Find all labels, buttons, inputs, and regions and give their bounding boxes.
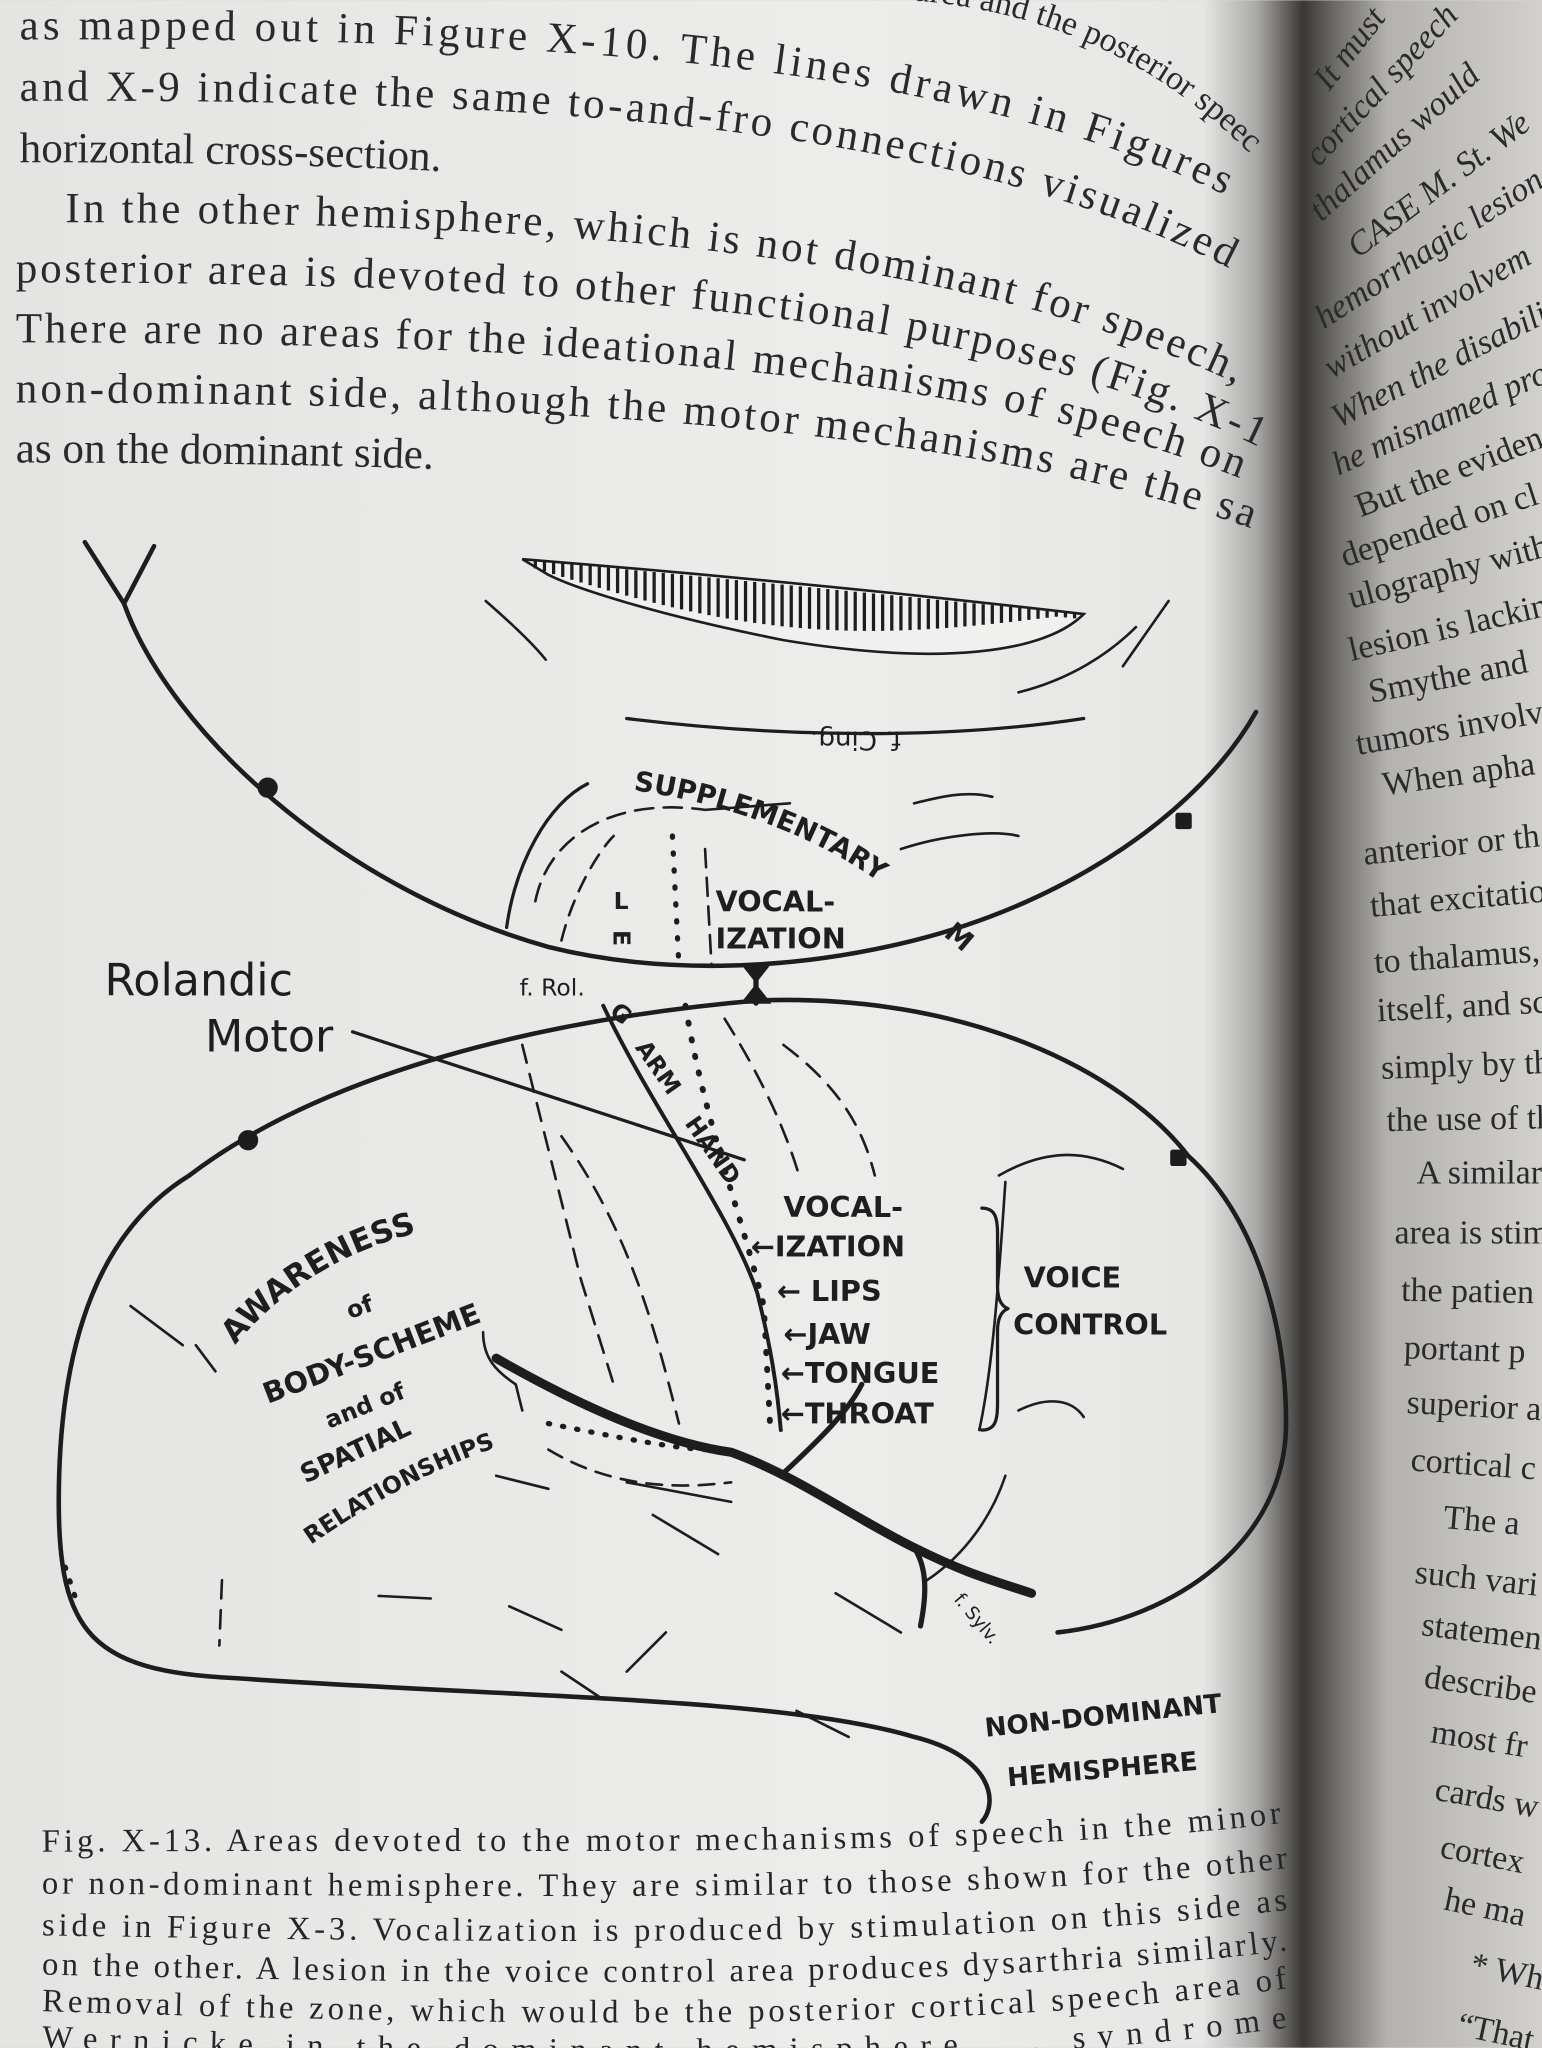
right-page-line: A similar <box>1417 1154 1542 1191</box>
voice-control-brace <box>980 1206 1010 1432</box>
right-page-line: the use of th <box>1386 1099 1542 1139</box>
label-jaw: ←JAW <box>783 1317 870 1351</box>
label-f-rol: f. Rol. <box>520 973 585 1001</box>
right-page-line: cortical c <box>1410 1442 1538 1488</box>
medial-outline <box>121 601 1259 969</box>
label-vocal: VOCAL- <box>783 1190 903 1224</box>
label-control: CONTROL <box>1013 1308 1167 1342</box>
lateral-bottom-outline <box>56 1173 992 1825</box>
label-leg-l: L <box>614 887 629 915</box>
sylvian-fissure <box>491 1353 1037 1598</box>
right-page-line: The a <box>1442 1499 1521 1543</box>
right-page-line: portant p <box>1403 1329 1526 1370</box>
label-leg-e: E <box>608 930 636 946</box>
label-tongue: ←TONGUE <box>781 1356 940 1390</box>
label-lips: ← LIPS <box>777 1274 882 1308</box>
label-voice: VOICE <box>1024 1261 1122 1295</box>
label-motor: Motor <box>205 1011 334 1062</box>
body-line: horizontal cross-section. <box>20 125 443 181</box>
right-page-line: superior a <box>1406 1384 1542 1428</box>
right-page-line: itself, and sc <box>1376 984 1542 1030</box>
right-page-line: the patien <box>1401 1272 1535 1311</box>
label-supp-vocal: VOCAL- <box>716 885 836 919</box>
label-f-cing: f. Cing. <box>810 725 901 755</box>
corpus-callosum-hatch <box>521 557 1087 655</box>
lateral-right-outline <box>1055 1153 1289 1635</box>
label-rolandic: Rolandic <box>104 955 293 1006</box>
label-throat: ←THROAT <box>781 1397 934 1431</box>
right-page-line: area is stim <box>1394 1214 1542 1251</box>
body-line: as on the dominant side. <box>16 426 435 479</box>
label-ization: ←IZATION <box>751 1229 905 1263</box>
label-supp-ization: IZATION <box>716 921 846 955</box>
right-page-line: simply by th <box>1380 1044 1542 1087</box>
